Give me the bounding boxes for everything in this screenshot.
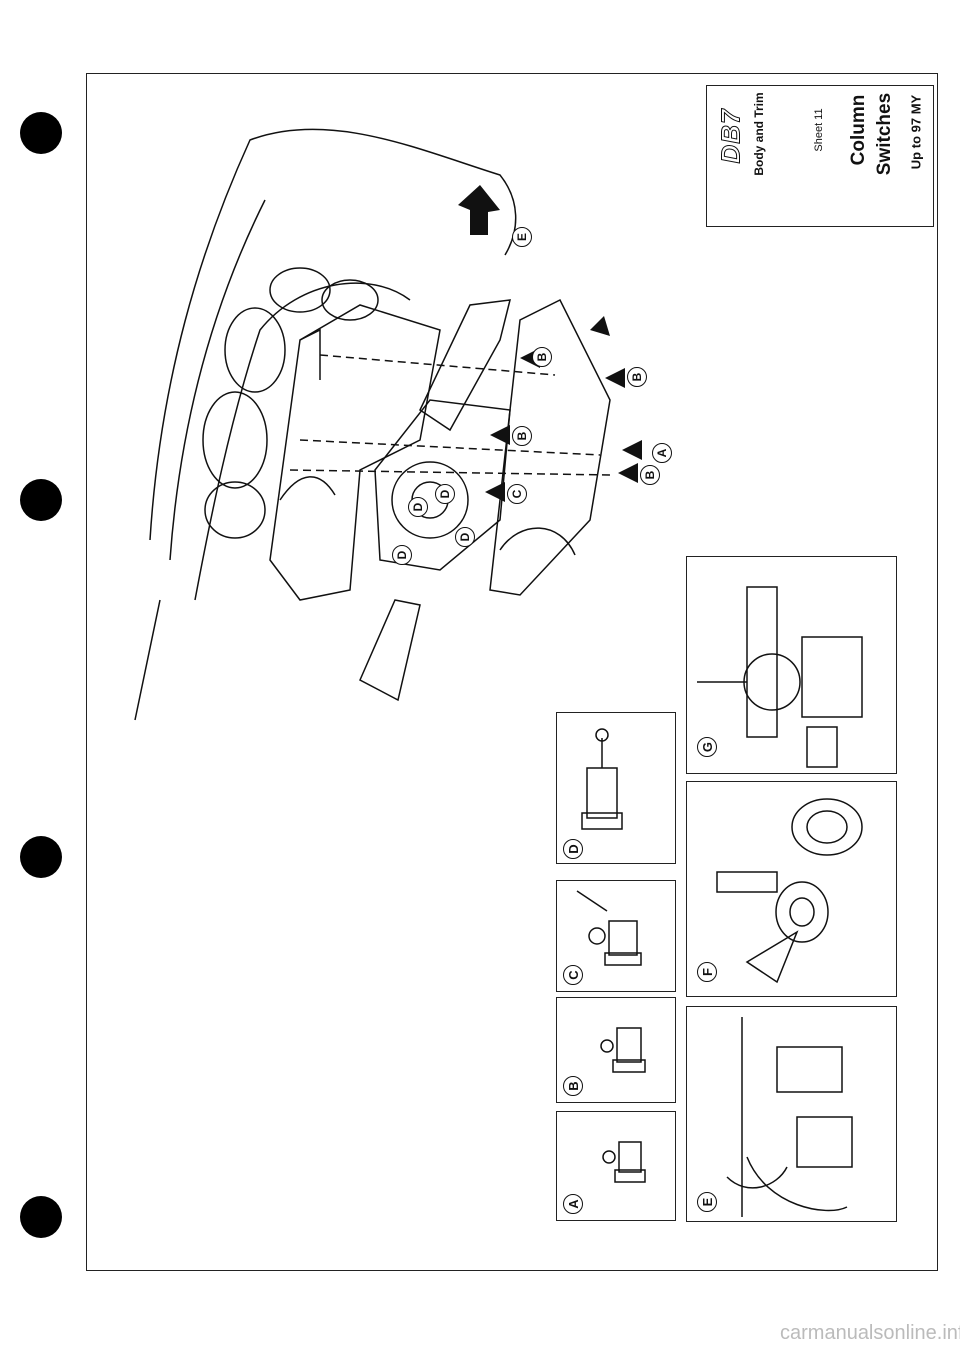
page-frame (86, 73, 938, 1271)
detail-label-e: E (697, 1192, 717, 1212)
detail-panel-b: B (556, 997, 676, 1103)
callout-a: A (652, 443, 672, 463)
callout-b-3: B (512, 426, 532, 446)
detail-label-a: A (563, 1194, 583, 1214)
punch-hole-3 (20, 836, 62, 878)
punch-hole-1 (20, 112, 62, 154)
detail-panel-g: G (686, 556, 897, 774)
detail-label-c: C (563, 965, 583, 985)
detail-panel-c: C (556, 880, 676, 992)
callout-b-2: B (627, 367, 647, 387)
callout-c: C (507, 484, 527, 504)
punch-hole-4 (20, 1196, 62, 1238)
callout-d-1: D (435, 484, 455, 504)
title-block: DB7 Body and Trim Sheet 11 Column Switch… (706, 85, 934, 227)
callout-d-4: D (392, 545, 412, 565)
watermark-footer: carmanualsonline.info (780, 1322, 960, 1344)
detail-label-d: D (563, 839, 583, 859)
punch-hole-2 (20, 479, 62, 521)
callout-d-3: D (455, 527, 475, 547)
callout-b-4: B (640, 465, 660, 485)
detail-label-f: F (697, 962, 717, 982)
detail-panel-f: F (686, 781, 897, 997)
callout-b-1: B (532, 347, 552, 367)
callout-e: E (512, 227, 532, 247)
detail-panel-a: A (556, 1111, 676, 1221)
detail-panel-e: E (686, 1006, 897, 1222)
callout-d-2: D (408, 497, 428, 517)
detail-label-g: G (697, 737, 717, 757)
detail-label-b: B (563, 1076, 583, 1096)
detail-panel-d: D (556, 712, 676, 864)
